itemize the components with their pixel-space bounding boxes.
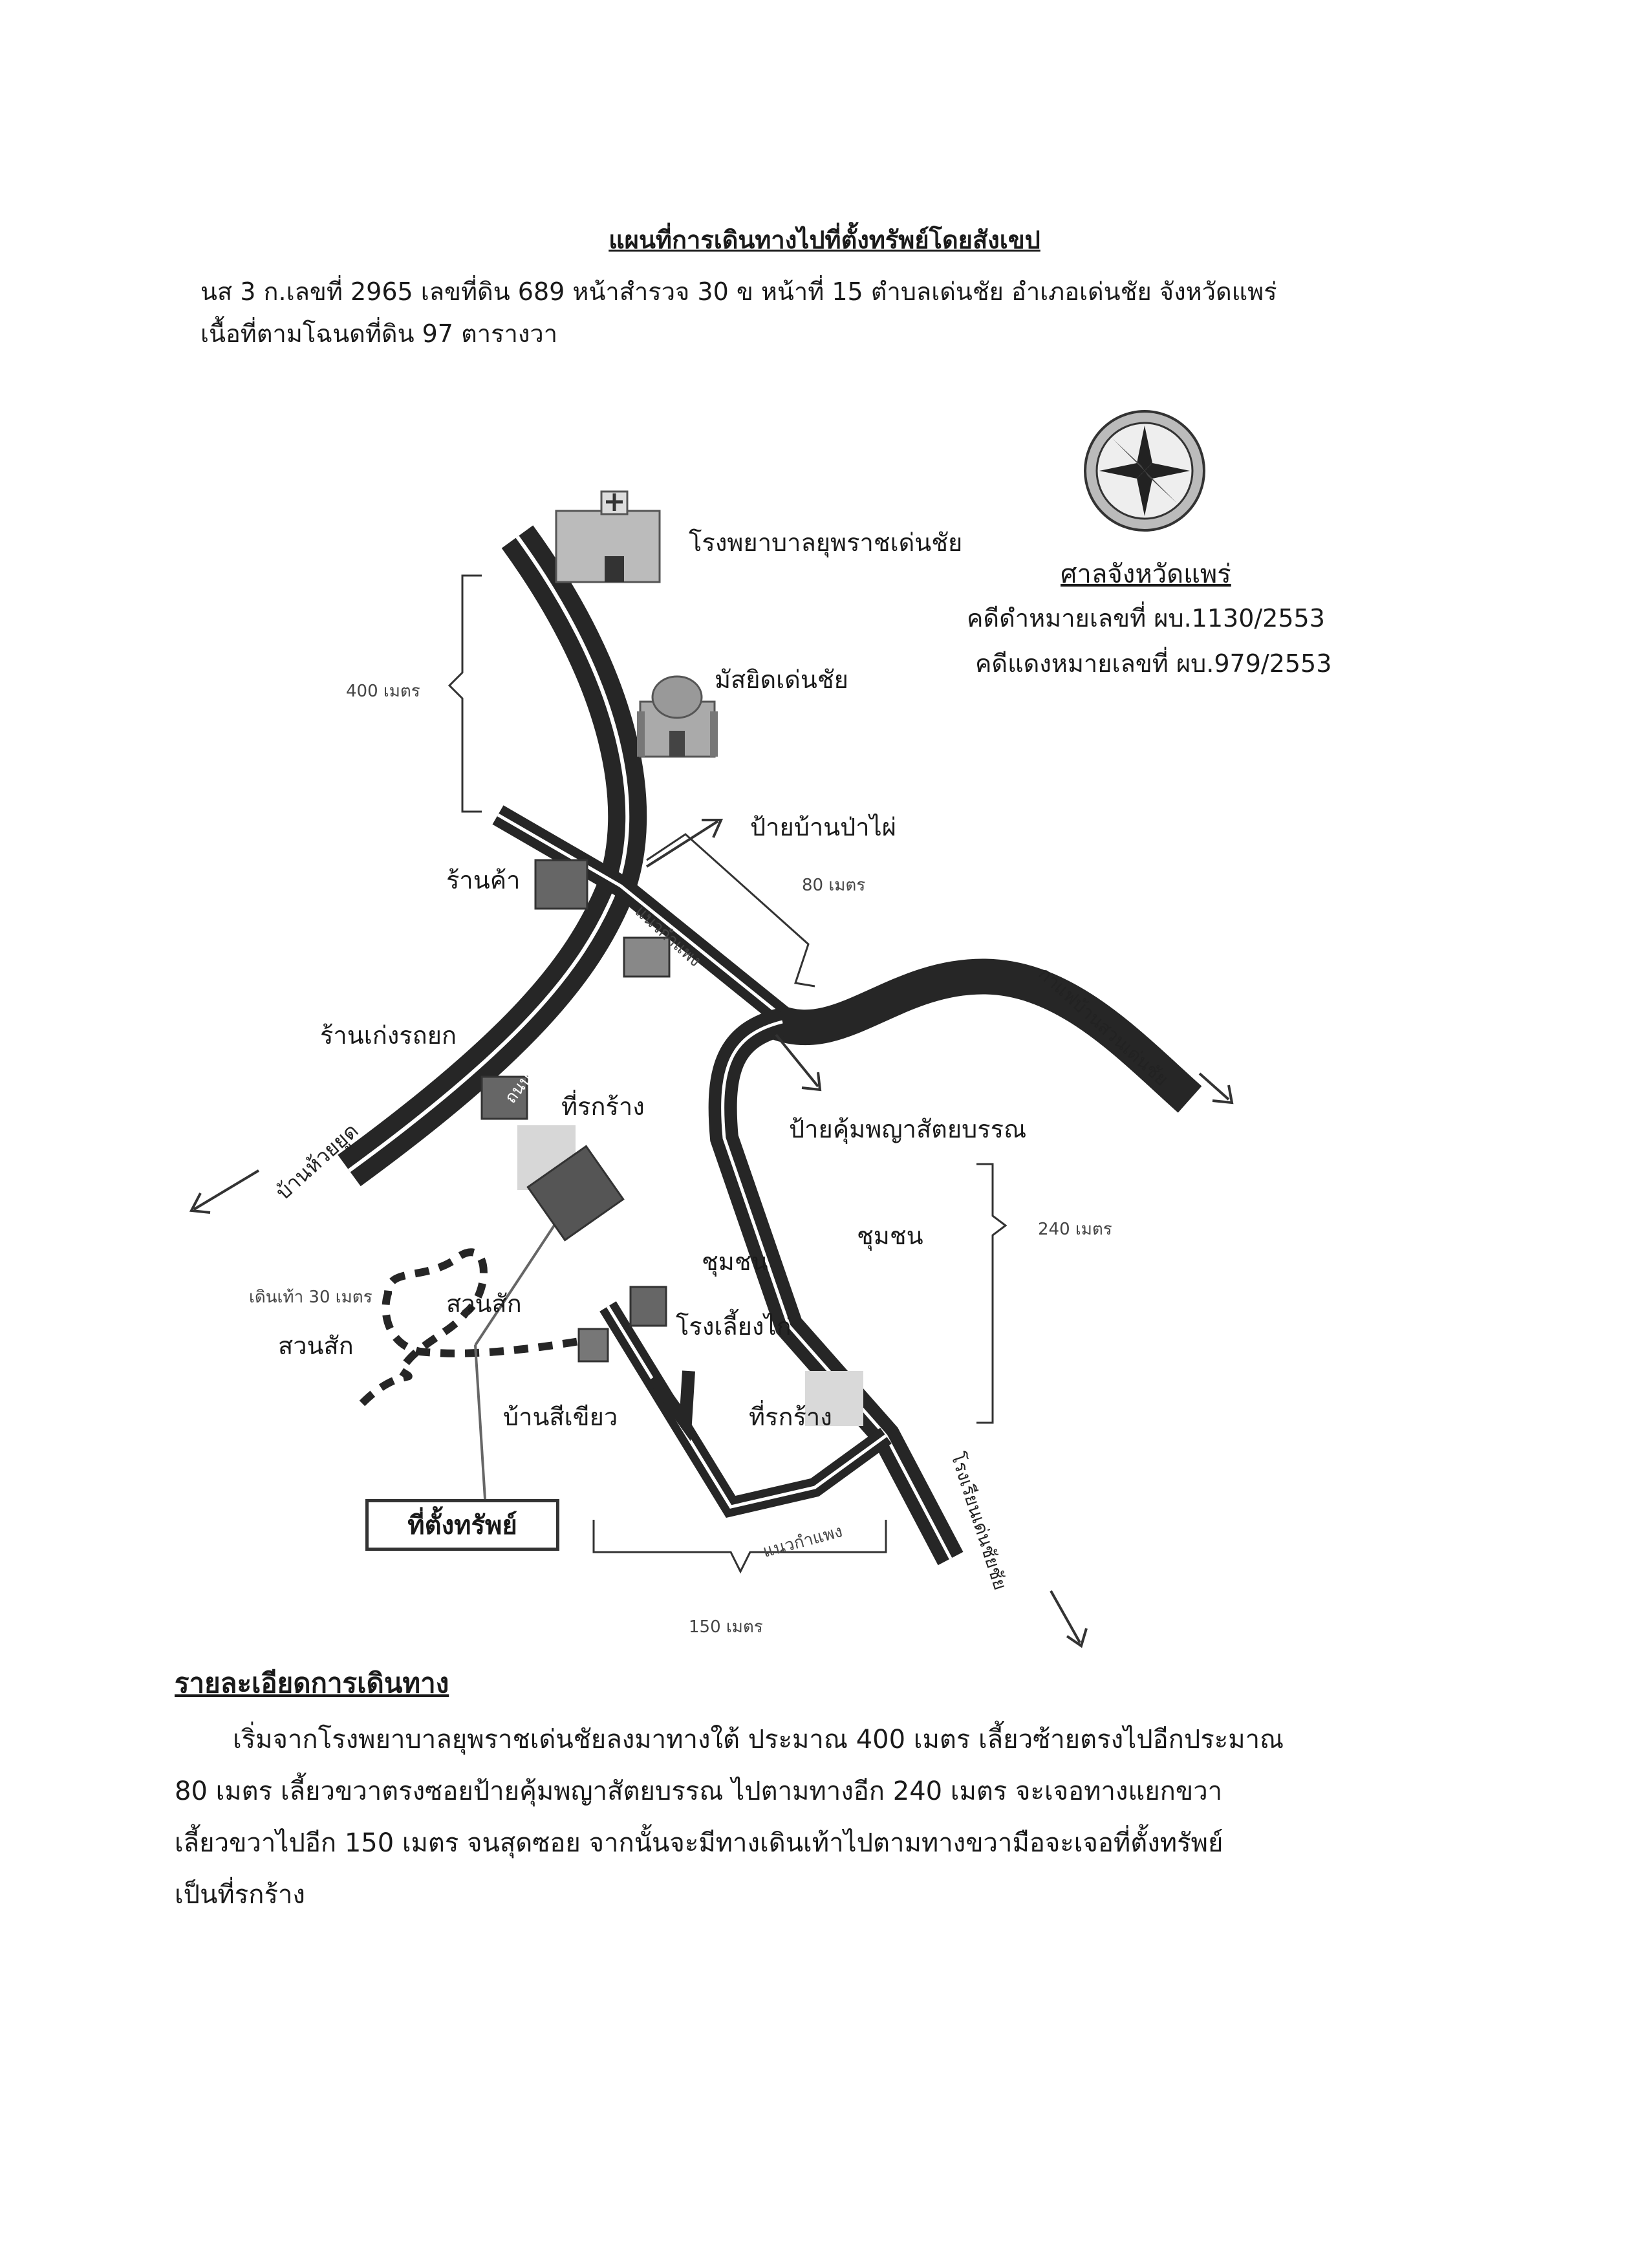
property-building xyxy=(526,1145,625,1242)
arrow-pa-phai xyxy=(645,819,724,868)
label-teak-1: สวนสัก xyxy=(446,1290,522,1318)
bracket-400 xyxy=(447,574,482,813)
label-dist-80: 80 เมตร xyxy=(802,876,866,895)
bracket-150 xyxy=(592,1520,887,1574)
arrow-cafe xyxy=(1198,1072,1234,1105)
arrow-school xyxy=(1050,1590,1088,1648)
land-area: เนื้อที่ตามโฉนดที่ดิน 97 ตารางวา xyxy=(200,319,558,348)
label-sign-khum: ป้ายคุ้มพญาสัตยบรรณ xyxy=(789,1115,1027,1143)
label-empty-land-2: ที่รกร้าง xyxy=(749,1403,832,1431)
green-house-building xyxy=(577,1328,609,1363)
label-hospital: โรงพยาบาลยุพราชเด่นชัย xyxy=(689,528,963,557)
label-chicken-farm: โรงเลี้ยงไก่ xyxy=(676,1312,792,1341)
court-name: ศาลจังหวัดแพร่ xyxy=(1061,559,1231,589)
label-walk: เดินเท้า 30 เมตร xyxy=(249,1288,372,1307)
label-sign-pa-phai: ป้ายบ้านป่าไผ่ xyxy=(750,813,896,841)
black-case-number: คดีดำหมายเลขที่ ผบ.1130/2553 xyxy=(967,604,1325,632)
label-dist-150: 150 เมตร xyxy=(689,1617,763,1637)
shop-building-2 xyxy=(623,936,671,978)
walking-path xyxy=(359,1248,596,1407)
label-green-house: บ้านสีเขียว xyxy=(503,1403,618,1431)
label-shop: ร้านค้า xyxy=(446,866,521,894)
label-empty-land-1: ที่รกร้าง xyxy=(561,1092,645,1121)
shop-building xyxy=(534,859,588,910)
arrow-huai-yang xyxy=(189,1169,260,1214)
cafe-road xyxy=(769,958,1202,1113)
hospital-icon xyxy=(555,490,661,583)
red-case-number: คดีแดงหมายเลขที่ ผบ.979/2553 xyxy=(975,649,1332,678)
label-community-1: ชุมชน xyxy=(702,1247,768,1276)
deed-info: นส 3 ก.เลขที่ 2965 เลขที่ดิน 689 หน้าสำร… xyxy=(200,277,1277,306)
chicken-farm-building xyxy=(629,1286,667,1327)
property-box: ที่ตั้งทรัพย์ xyxy=(365,1499,559,1551)
directions-line-2: 80 เมตร เลี้ยวขวาตรงซอยป้ายคุ้มพญาสัตยบร… xyxy=(175,1777,1223,1806)
arrow-khum xyxy=(775,1033,822,1092)
label-teak-2: สวนสัก xyxy=(278,1332,354,1360)
directions-line-4: เป็นที่รกร้าง xyxy=(175,1880,305,1910)
garage-building xyxy=(480,1075,528,1120)
bracket-80 xyxy=(646,833,815,988)
compass-icon xyxy=(1084,410,1205,532)
label-dist-240: 240 เมตร xyxy=(1038,1220,1112,1239)
mosque-icon xyxy=(637,675,718,758)
label-mosque: มัสยิดเด่นชัย xyxy=(715,665,848,694)
directions-title: รายละเอียดการเดินทาง xyxy=(175,1667,449,1699)
label-community-2: ชุมชน xyxy=(857,1222,923,1250)
directions-line-1: เริ่มจากโรงพยาบาลยุพราชเด่นชัยลงมาทางใต้… xyxy=(233,1725,1284,1755)
map-title: แผนที่การเดินทางไปที่ตั้งทรัพย์โดยสังเขป xyxy=(609,226,1040,254)
label-garage: ร้านเก่งรถยก xyxy=(320,1021,457,1050)
bracket-240 xyxy=(976,1163,1008,1424)
empty-land-patch-2 xyxy=(805,1371,863,1426)
label-dist-400: 400 เมตร xyxy=(346,682,420,701)
directions-line-3: เลี้ยวขวาไปอีก 150 เมตร จนสุดซอย จากนั้น… xyxy=(175,1828,1223,1858)
